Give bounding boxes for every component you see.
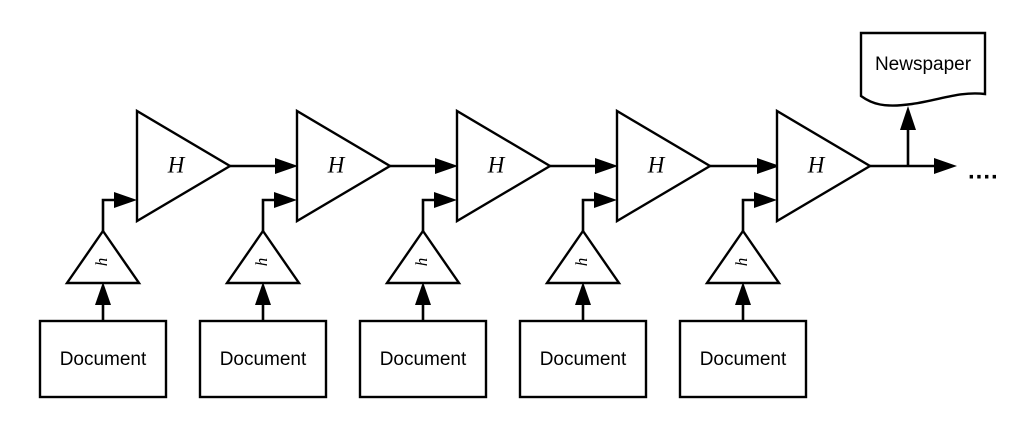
encoder-triangle-label-3: h	[572, 258, 591, 267]
aggregator-triangle-3[interactable]: H	[615, 108, 713, 224]
document-box-3[interactable]: Document	[518, 319, 648, 399]
aggregator-triangle-shape-4	[775, 108, 873, 224]
aggregator-triangle-label-0: H	[167, 152, 186, 177]
aggregator-triangle-label-2: H	[487, 152, 506, 177]
encoder-triangle-1[interactable]: h	[224, 228, 302, 285]
arrow-encoder-to-aggregator-0	[101, 192, 137, 231]
document-box-2[interactable]: Document	[358, 319, 488, 399]
aggregator-triangle-1[interactable]: H	[295, 108, 393, 224]
encoder-triangle-label-1: h	[252, 258, 271, 267]
aggregator-triangle-2[interactable]: H	[455, 108, 553, 224]
encoder-triangle-shape-1	[224, 228, 302, 285]
output-branch	[870, 106, 957, 174]
aggregator-triangle-shape-0	[135, 108, 233, 224]
newspaper-branch-arrow-head	[900, 106, 916, 130]
encoder-triangle-0[interactable]: h	[64, 228, 142, 285]
document-box-label-1: Document	[220, 349, 307, 370]
stage-4: Document h H	[678, 108, 873, 399]
document-box-label-0: Document	[60, 349, 147, 370]
encoder-triangle-shape-0	[64, 228, 142, 285]
document-box-label-4: Document	[700, 349, 787, 370]
arrow-encoder-to-aggregator-3	[581, 192, 617, 231]
document-box-rect-2	[358, 319, 488, 399]
arrow-encoder-to-aggregator-2	[421, 192, 457, 231]
encoder-triangle-2[interactable]: h	[384, 228, 462, 285]
encoder-triangle-3[interactable]: h	[544, 228, 622, 285]
newspaper-label: Newspaper	[875, 54, 972, 75]
encoder-triangle-shape-3	[544, 228, 622, 285]
arrow-encoder-to-aggregator-4	[741, 192, 777, 231]
aggregator-triangle-label-4: H	[807, 152, 826, 177]
arrow-document-to-encoder-2	[415, 282, 431, 321]
newspaper-shape	[859, 31, 987, 107]
aggregator-triangle-0[interactable]: H	[135, 108, 233, 224]
arrow-document-to-encoder-0	[95, 282, 111, 321]
continuation-arrow-head	[934, 158, 957, 174]
document-box-rect-0	[38, 319, 168, 399]
stage-0: Document h H	[38, 108, 298, 399]
document-box-0[interactable]: Document	[38, 319, 168, 399]
continuation-ellipsis: ....	[968, 157, 999, 184]
arrow-document-to-encoder-1	[255, 282, 271, 321]
newspaper-node[interactable]: Newspaper	[859, 31, 987, 107]
aggregator-triangle-shape-2	[455, 108, 553, 224]
encoder-triangle-4[interactable]: h	[704, 228, 782, 285]
arrow-document-to-encoder-4	[735, 282, 751, 321]
link-stage-1-to-2	[390, 158, 458, 174]
aggregator-triangle-label-3: H	[647, 152, 666, 177]
aggregator-triangle-shape-3	[615, 108, 713, 224]
link-stage-0-to-1	[230, 158, 298, 174]
stage-2: Document h H	[358, 108, 618, 399]
stage-1: Document h H	[198, 108, 458, 399]
encoder-triangle-label-0: h	[92, 258, 111, 267]
aggregator-triangle-shape-1	[295, 108, 393, 224]
encoder-triangle-label-2: h	[412, 258, 431, 267]
aggregator-triangle-label-1: H	[327, 152, 346, 177]
document-box-4[interactable]: Document	[678, 319, 808, 399]
link-stage-3-to-4	[710, 158, 780, 174]
encoder-triangle-shape-2	[384, 228, 462, 285]
arrow-document-to-encoder-3	[575, 282, 591, 321]
aggregator-triangle-4[interactable]: H	[775, 108, 873, 224]
encoder-triangle-shape-4	[704, 228, 782, 285]
document-box-rect-3	[518, 319, 648, 399]
document-box-rect-4	[678, 319, 808, 399]
arrow-encoder-to-aggregator-1	[261, 192, 297, 231]
stage-3: Document h H	[518, 108, 780, 399]
document-box-1[interactable]: Document	[198, 319, 328, 399]
document-box-label-2: Document	[380, 349, 467, 370]
document-box-label-3: Document	[540, 349, 627, 370]
encoder-triangle-label-4: h	[732, 258, 751, 267]
link-stage-2-to-3	[550, 158, 618, 174]
